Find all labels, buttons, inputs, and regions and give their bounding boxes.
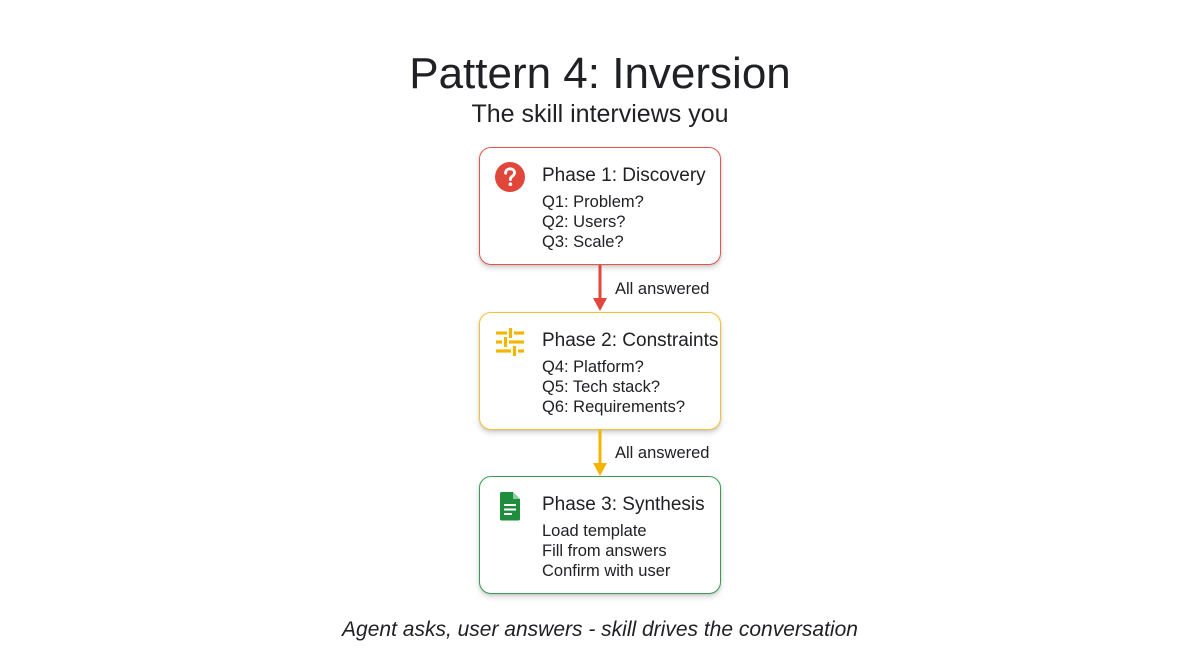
question-mark-icon (495, 162, 525, 192)
connector-label: All answered (615, 280, 710, 298)
list-item: Fill from answers (542, 542, 667, 560)
list-item: Q3: Scale? (542, 233, 624, 251)
phase-title: Phase 3: Synthesis (542, 494, 705, 515)
list-item: Q2: Users? (542, 213, 626, 231)
list-item: Q5: Tech stack? (542, 378, 661, 396)
document-icon (499, 492, 520, 521)
phase-title: Phase 2: Constraints (542, 330, 719, 351)
phase-synthesis-card: Phase 3: Synthesis Load template Fill fr… (479, 476, 721, 594)
list-item: Confirm with user (542, 562, 671, 580)
phase-discovery-card: Phase 1: Discovery Q1: Problem? Q2: User… (479, 147, 721, 265)
phase-step-list: Load template Fill from answers Confirm … (542, 521, 670, 581)
list-item: Q4: Platform? (542, 358, 644, 376)
diagram-caption: Agent asks, user answers - skill drives … (342, 618, 858, 641)
list-item: Q1: Problem? (542, 193, 644, 211)
sliders-icon (496, 328, 524, 356)
page-subtitle: The skill interviews you (471, 100, 729, 128)
down-arrow-icon (593, 430, 607, 476)
phase-question-list: Q4: Platform? Q5: Tech stack? Q6: Requir… (542, 357, 685, 417)
list-item: Q6: Requirements? (542, 398, 686, 416)
down-arrow-icon (593, 265, 607, 311)
page-title: Pattern 4: Inversion (409, 49, 791, 98)
phase-title: Phase 1: Discovery (542, 165, 706, 186)
phase-question-list: Q1: Problem? Q2: Users? Q3: Scale? (542, 192, 644, 252)
phase-constraints-card: Phase 2: Constraints Q4: Platform? Q5: T… (479, 312, 721, 430)
list-item: Load template (542, 522, 647, 540)
connector-label: All answered (615, 444, 710, 462)
